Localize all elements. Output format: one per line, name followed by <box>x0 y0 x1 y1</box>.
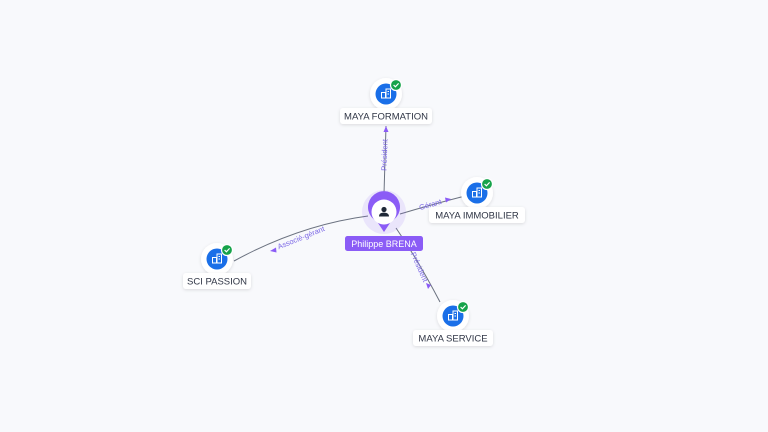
company-nodes: MAYA FORMATION MAYA IMMOBILIER <box>183 78 525 346</box>
edge-label: Président <box>409 251 430 284</box>
label-box <box>183 273 251 289</box>
verified-check-icon <box>389 78 403 92</box>
company-node-sci-passion[interactable]: SCI PASSION <box>183 243 251 289</box>
arrow-head <box>426 283 431 289</box>
building-icon <box>212 253 222 264</box>
person-label-box <box>345 236 423 251</box>
verified-check-icon <box>456 300 470 314</box>
edge-maya-formation: Président <box>379 125 390 195</box>
edge-label: Président <box>379 138 389 171</box>
arrow-head <box>270 247 277 253</box>
company-name: MAYA FORMATION <box>344 112 428 123</box>
label-box <box>413 330 493 346</box>
arrow-head <box>383 126 389 132</box>
person-name: Philippe BRENA <box>351 239 417 249</box>
company-node-maya-formation[interactable]: MAYA FORMATION <box>340 78 432 124</box>
building-icon <box>381 88 391 99</box>
company-node-maya-service[interactable]: MAYA SERVICE <box>413 300 493 346</box>
person-icon <box>379 206 389 217</box>
company-name: MAYA SERVICE <box>418 334 487 345</box>
arrow-head <box>445 197 451 203</box>
person-node-center[interactable]: Philippe BRENA <box>345 190 423 251</box>
building-icon <box>472 187 482 198</box>
verified-check-icon <box>480 177 494 191</box>
company-node-maya-immobilier[interactable]: MAYA IMMOBILIER <box>429 177 525 223</box>
company-name: SCI PASSION <box>187 277 247 288</box>
label-box <box>429 207 525 223</box>
label-box <box>340 108 432 124</box>
verified-check-icon <box>220 243 234 257</box>
building-icon <box>448 310 458 321</box>
company-name: MAYA IMMOBILIER <box>435 211 519 222</box>
